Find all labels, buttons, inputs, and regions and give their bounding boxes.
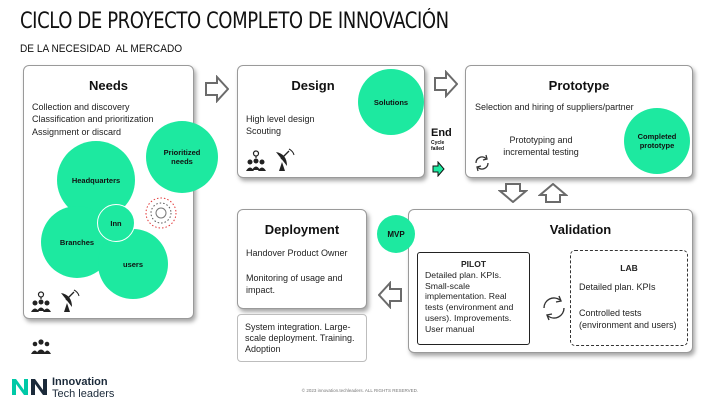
end-label: End bbox=[431, 127, 452, 139]
integration-box: System integration. Large-scale deployme… bbox=[237, 314, 367, 362]
integration-text: System integration. Large-scale deployme… bbox=[245, 322, 355, 354]
bubble-mvp: MVP bbox=[377, 215, 415, 253]
brand-line-1: Innovation bbox=[52, 376, 108, 388]
cycle-icon-validation bbox=[543, 295, 565, 321]
arrow-right-icon bbox=[205, 75, 229, 103]
lab-line-1: Detailed plan. KPIs bbox=[579, 282, 656, 292]
arrow-left-icon bbox=[378, 281, 402, 309]
people-location-icon-design bbox=[246, 150, 266, 171]
deployment-card: Deployment Handover Product Owner Monito… bbox=[237, 209, 367, 309]
design-title: Design bbox=[291, 78, 335, 93]
prototype-sub: Prototyping and incremental testing bbox=[503, 135, 579, 157]
design-line-1: High level design bbox=[246, 114, 315, 124]
needs-line-1: Collection and discovery bbox=[32, 102, 130, 112]
arrow-right-icon-2 bbox=[434, 70, 458, 98]
logo-icon bbox=[12, 379, 47, 395]
lab-title: LAB bbox=[620, 263, 638, 273]
end-sub-label: Cycle failed bbox=[431, 140, 445, 152]
satellite-dish-icon-design bbox=[276, 148, 295, 171]
lab-box: LAB Detailed plan. KPIs Controlled tests… bbox=[570, 250, 688, 346]
pilot-box: PILOT Detailed plan. KPIs. Small-scale i… bbox=[417, 252, 530, 345]
pilot-title: PILOT bbox=[460, 259, 487, 269]
bubble-solutions: Solutions bbox=[358, 69, 424, 135]
page-subtitle: DE LA NECESIDAD AL MERCADO bbox=[20, 43, 183, 55]
needs-line-3: Assignment or discard bbox=[32, 127, 122, 137]
validation-title: Validation bbox=[549, 222, 612, 237]
bubble-inn: Inn bbox=[97, 204, 135, 242]
arrow-up-icon bbox=[538, 183, 568, 203]
prototype-title: Prototype bbox=[548, 78, 610, 93]
people-location-icon bbox=[31, 291, 51, 312]
deployment-title: Deployment bbox=[264, 222, 340, 237]
cycle-icon bbox=[475, 154, 489, 172]
deployment-line-1: Handover Product Owner bbox=[246, 248, 348, 258]
arrow-down-icon bbox=[498, 183, 528, 203]
needs-line-2: Classification and prioritization bbox=[32, 114, 154, 124]
satellite-dish-icon bbox=[61, 289, 80, 312]
target-dots-icon bbox=[145, 197, 177, 229]
needs-title: Needs bbox=[88, 78, 129, 93]
end-arrow-icon bbox=[432, 161, 445, 177]
copyright: © 2023 innovation.techleaders. ALL RIGHT… bbox=[301, 388, 419, 393]
page-title: CICLO DE PROYECTO COMPLETO DE INNOVACIÓN bbox=[20, 9, 449, 34]
pilot-text: Detailed plan. KPIs. Small-scale impleme… bbox=[425, 270, 514, 334]
design-line-2: Scouting bbox=[246, 126, 282, 136]
bubble-completed-prototype: Completed prototype bbox=[624, 108, 690, 174]
bubble-prioritized-needs: Prioritized needs bbox=[146, 121, 218, 193]
prototype-line: Selection and hiring of suppliers/partne… bbox=[475, 102, 634, 112]
deployment-line-2: Monitoring of usage and impact. bbox=[246, 273, 343, 295]
brand-line-2: Tech leaders bbox=[52, 388, 115, 400]
team-icon bbox=[31, 339, 51, 354]
lab-line-2: Controlled tests (environment and users) bbox=[579, 308, 677, 330]
